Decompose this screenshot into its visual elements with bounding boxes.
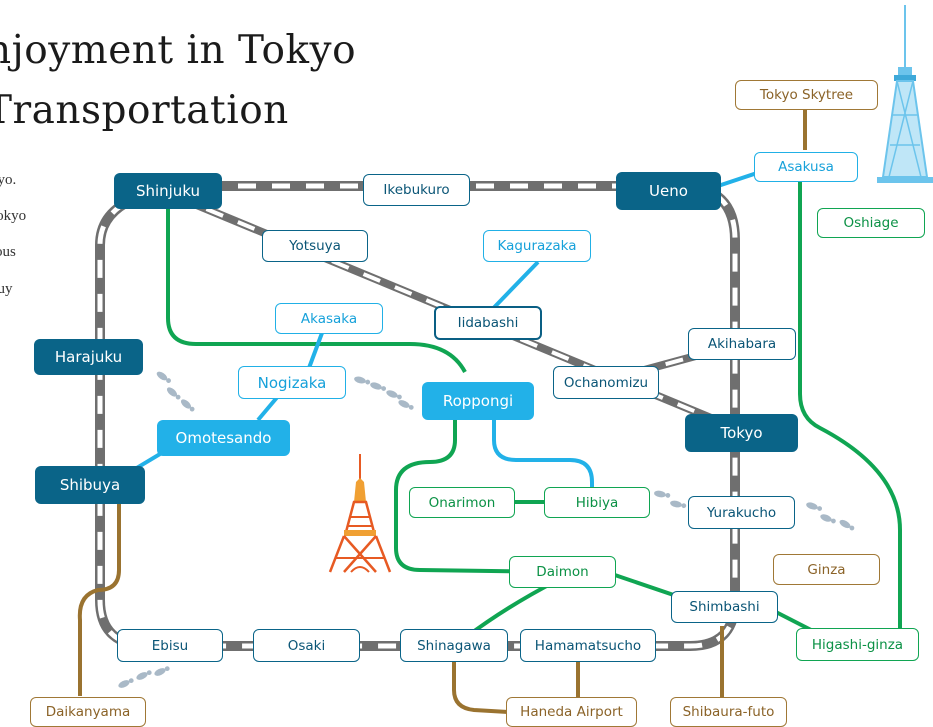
intro-text-line-1: kyo. (0, 172, 17, 188)
station-roppongi[interactable]: Roppongi (422, 382, 534, 420)
tokyo-skytree-icon (877, 5, 933, 183)
station-shinagawa[interactable]: Shinagawa (400, 629, 508, 662)
station-onarimon[interactable]: Onarimon (409, 487, 515, 518)
station-harajuku[interactable]: Harajuku (34, 339, 143, 375)
station-shibaura-futo[interactable]: Shibaura-futo (670, 697, 787, 727)
station-kagurazaka[interactable]: Kagurazaka (483, 230, 591, 262)
station-asakusa[interactable]: Asakusa (754, 152, 858, 182)
station-ueno[interactable]: Ueno (616, 172, 721, 210)
jr-loop-line (95, 181, 740, 651)
station-shinjuku[interactable]: Shinjuku (114, 173, 222, 209)
page-title-line-1: njoyment in Tokyo (0, 28, 357, 73)
station-tokyo[interactable]: Tokyo (685, 414, 798, 452)
station-daikanyama[interactable]: Daikanyama (30, 697, 146, 727)
station-hamamatsucho[interactable]: Hamamatsucho (520, 629, 656, 662)
station-shimbashi[interactable]: Shimbashi (671, 591, 778, 623)
oedo-line (166, 182, 902, 647)
station-iidabashi[interactable]: Iidabashi (434, 306, 542, 340)
intro-text-line-3: rous (0, 244, 16, 260)
station-ebisu[interactable]: Ebisu (117, 629, 223, 662)
intro-text-line-4: buy (0, 281, 13, 297)
station-yotsuya[interactable]: Yotsuya (262, 230, 368, 262)
page-title-line-2: Transportation (0, 88, 289, 133)
station-akihabara[interactable]: Akihabara (688, 328, 796, 360)
station-daimon[interactable]: Daimon (509, 556, 616, 588)
station-hibiya[interactable]: Hibiya (544, 487, 650, 518)
station-oshiage[interactable]: Oshiage (817, 208, 925, 238)
private-lines (77, 110, 807, 714)
intro-text-line-2: Tokyo (0, 208, 27, 224)
station-osaki[interactable]: Osaki (253, 629, 360, 662)
station-haneda-airport[interactable]: Haneda Airport (506, 697, 637, 727)
tokyo-tower-icon (328, 454, 392, 573)
station-nogizaka[interactable]: Nogizaka (238, 366, 346, 399)
station-yurakucho[interactable]: Yurakucho (688, 496, 795, 529)
station-ginza[interactable]: Ginza (773, 554, 880, 585)
station-omotesando[interactable]: Omotesando (157, 420, 290, 456)
station-tokyo-skytree[interactable]: Tokyo Skytree (735, 80, 878, 110)
station-higashi-ginza[interactable]: Higashi-ginza (796, 628, 919, 661)
station-akasaka[interactable]: Akasaka (275, 303, 383, 334)
station-ikebukuro[interactable]: Ikebukuro (363, 174, 470, 206)
station-ochanomizu[interactable]: Ochanomizu (553, 366, 659, 399)
station-shibuya[interactable]: Shibuya (35, 466, 145, 504)
